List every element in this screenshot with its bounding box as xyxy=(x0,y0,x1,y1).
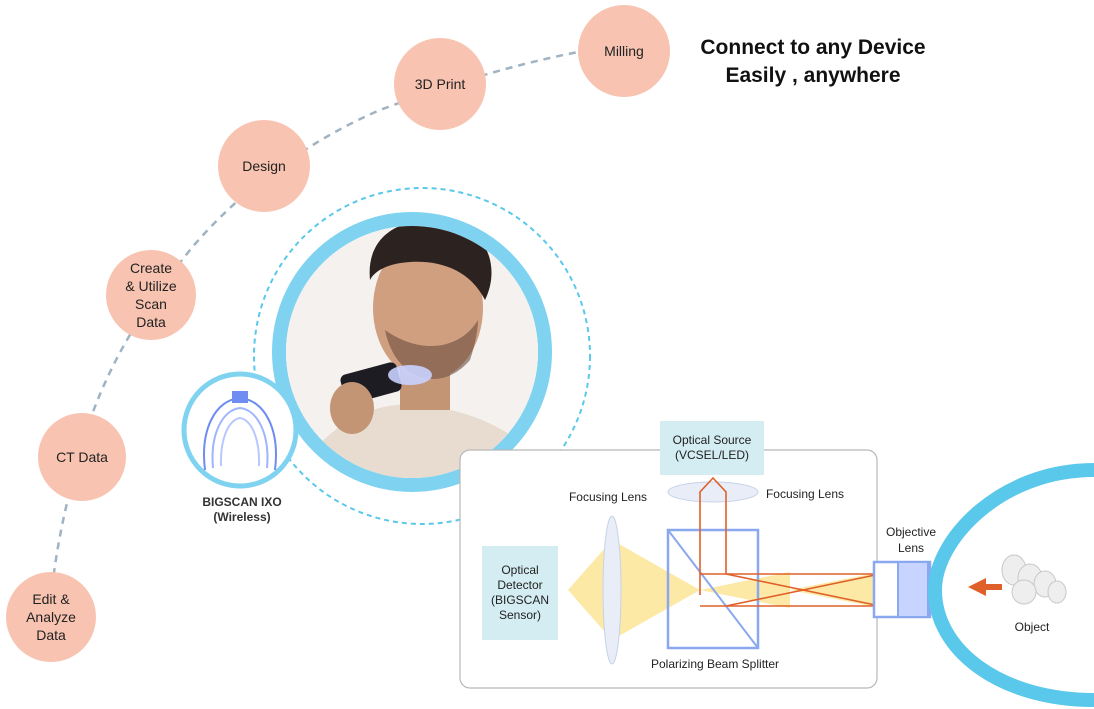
focusing-lens-left-shape xyxy=(602,515,622,665)
focusing-lens-top-shape xyxy=(667,481,759,503)
workflow-node-milling: Milling xyxy=(578,5,670,97)
beam-splitter-shape xyxy=(666,528,760,650)
focusing-lens-right-label: Focusing Lens xyxy=(765,487,845,501)
workflow-node-edit: Edit & Analyze Data xyxy=(6,572,96,662)
teeth-model-icon xyxy=(1001,554,1067,605)
scan-image-ring xyxy=(181,371,299,489)
beam-right xyxy=(790,572,880,608)
photo-dotted-ring xyxy=(253,187,591,525)
objective-lens-label: Objective Lens xyxy=(885,525,937,555)
beam-left xyxy=(568,540,612,640)
dental-arch-scan-icon xyxy=(203,391,277,471)
beam-mid-right xyxy=(700,572,790,608)
person-scanning-photo xyxy=(286,226,538,478)
workflow-node-create: Create & Utilize Scan Data xyxy=(106,250,196,340)
orange-arrow-icon xyxy=(968,578,1002,596)
beam-splitter-label: Polarizing Beam Splitter xyxy=(650,657,780,671)
workflow-node-ct-data: CT Data xyxy=(38,413,126,501)
headline-line-2: Easily , anywhere xyxy=(725,64,901,87)
optical-detector-box: Optical Detector (BIGSCAN Sensor) xyxy=(482,546,558,640)
laser-paths xyxy=(699,476,881,607)
workflow-node-design: Design xyxy=(218,120,310,212)
headline: Connect to any Device Easily , anywhere xyxy=(660,34,966,90)
object-blue-arc xyxy=(927,463,1094,707)
product-name-label: BIGSCAN IXO (Wireless) xyxy=(202,495,282,524)
beam-middle xyxy=(612,540,700,640)
object-label: Object xyxy=(1014,620,1050,634)
headline-line-1: Connect to any Device xyxy=(700,36,926,59)
focusing-lens-left-label: Focusing Lens xyxy=(568,490,648,504)
optical-source-box: Optical Source (VCSEL/LED) xyxy=(660,421,764,475)
workflow-node-3d-print: 3D Print xyxy=(394,38,486,130)
